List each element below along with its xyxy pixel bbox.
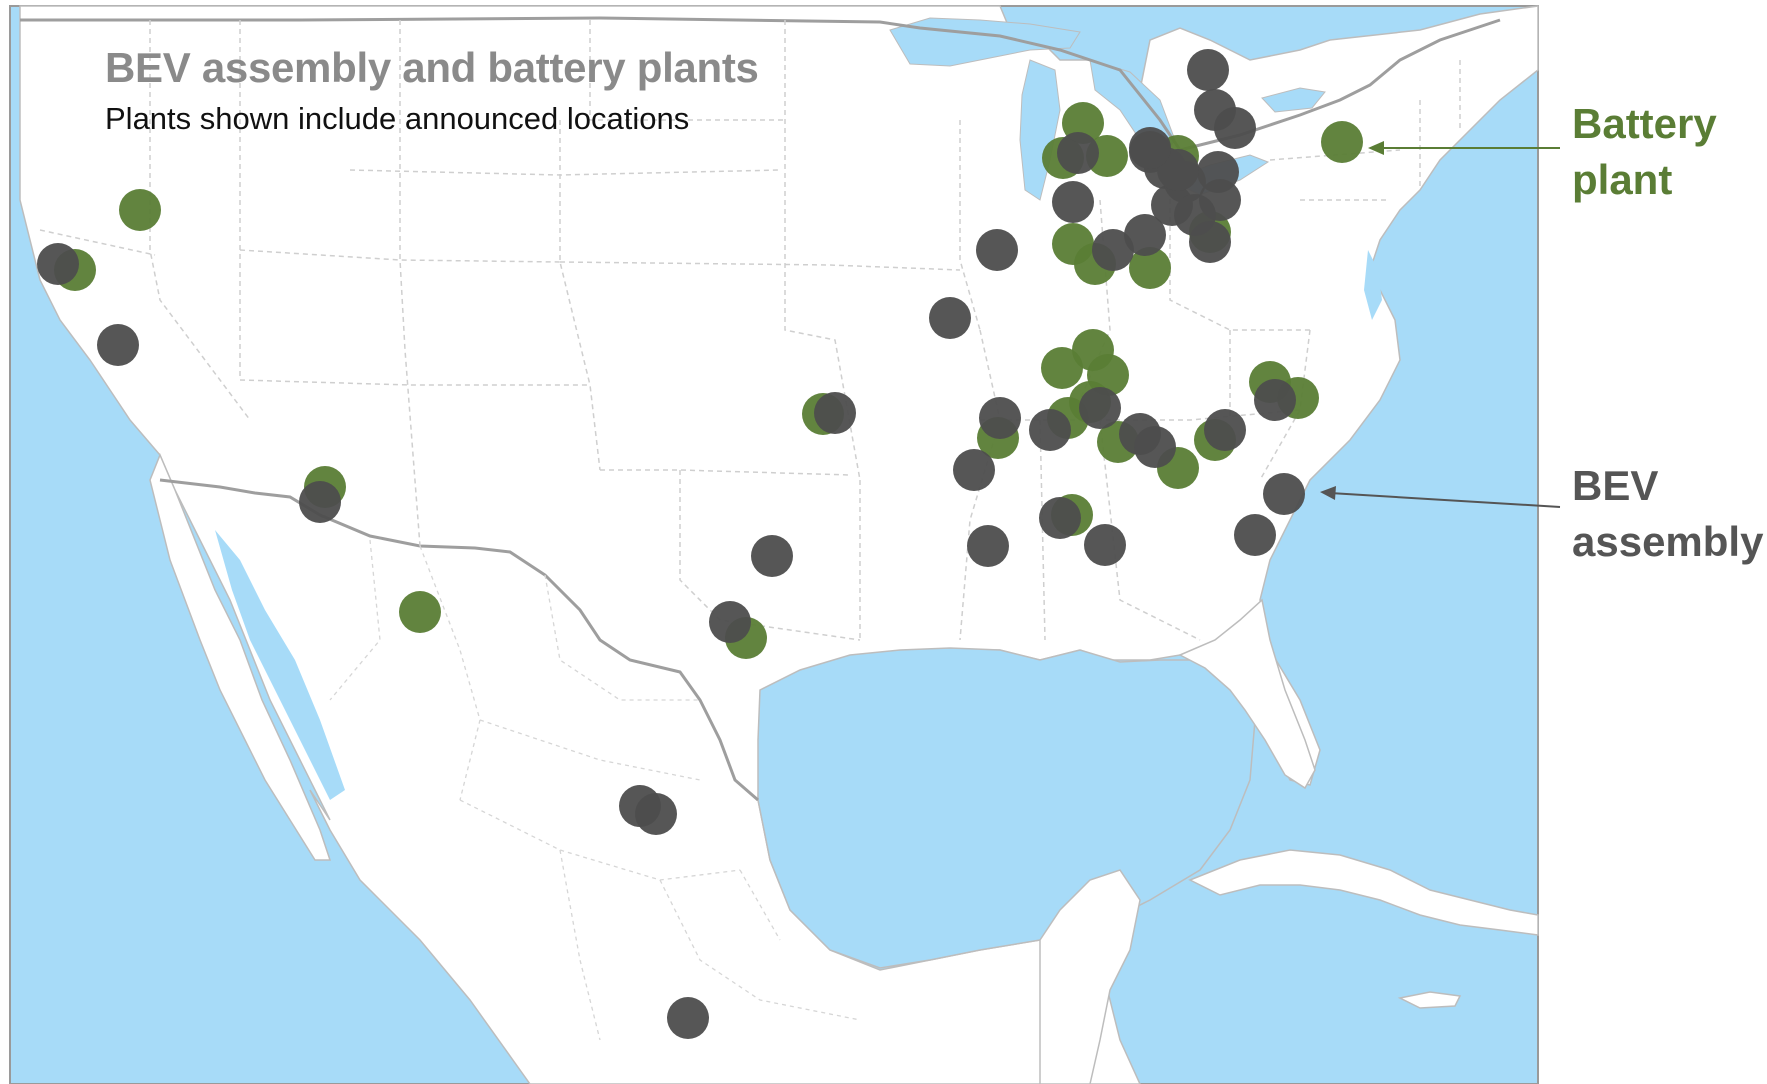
bev-assembly-marker <box>1079 387 1121 429</box>
cuba <box>1188 849 1539 936</box>
bev-assembly-marker <box>929 297 971 339</box>
gulf-of-california <box>215 530 345 800</box>
lake-michigan <box>1019 59 1061 201</box>
yucatan-peninsula <box>1039 869 1141 1084</box>
bev-assembly-marker <box>814 392 856 434</box>
bev-assembly-marker <box>1029 409 1071 451</box>
battery-plant-marker <box>399 591 441 633</box>
bev-assembly-marker <box>37 243 79 285</box>
bev-assembly-marker <box>709 601 751 643</box>
jamaica <box>1397 991 1462 1009</box>
battery-plant-marker <box>1129 247 1171 289</box>
bev-assembly-marker <box>299 481 341 523</box>
us-canada-border <box>20 16 1501 152</box>
bev-assembly-marker <box>751 535 793 577</box>
battery-plant-marker <box>119 189 161 231</box>
battery-arrow <box>1368 141 1560 155</box>
florida-peninsula <box>1178 598 1316 790</box>
bev-assembly-marker <box>635 793 677 835</box>
bev-assembly-marker <box>1204 409 1246 451</box>
bev-arrow <box>1320 486 1561 508</box>
bev-assembly-marker <box>1134 426 1176 468</box>
battery-plant-marker <box>1041 347 1083 389</box>
legend-bev-assembly: BEV assembly <box>1572 458 1763 570</box>
bev-assembly-marker <box>1214 107 1256 149</box>
bev-assembly-marker <box>979 397 1021 439</box>
bev-assembly-marker <box>967 525 1009 567</box>
bev-assembly-marker <box>1263 473 1305 515</box>
bev-assembly-marker <box>1052 181 1094 223</box>
bev-assembly-marker <box>1197 151 1239 193</box>
bev-assembly-markers <box>37 49 1305 1039</box>
bev-assembly-marker <box>976 229 1018 271</box>
legend-bev-line2: assembly <box>1572 518 1764 565</box>
bev-assembly-marker <box>953 449 995 491</box>
bev-assembly-marker <box>1084 524 1126 566</box>
baja-peninsula <box>149 453 332 861</box>
map-title: BEV assembly and battery plants <box>105 44 759 91</box>
bev-assembly-marker <box>1092 229 1134 271</box>
bev-assembly-marker <box>1129 127 1171 169</box>
bev-assembly-marker <box>1039 497 1081 539</box>
bev-assembly-marker <box>1234 514 1276 556</box>
battery-plant-marker <box>1321 121 1363 163</box>
chesapeake-bay <box>1364 250 1382 320</box>
mexico-state-borders <box>329 539 861 1041</box>
bev-assembly-marker <box>1254 379 1296 421</box>
bev-assembly-marker <box>97 324 139 366</box>
bev-assembly-marker <box>1189 221 1231 263</box>
bev-assembly-marker <box>1124 214 1166 256</box>
legend-bev-line1: BEV <box>1572 462 1659 509</box>
legend-battery-line1: Battery <box>1572 100 1717 147</box>
battery-plant-markers <box>54 102 1363 659</box>
bev-assembly-marker <box>667 997 709 1039</box>
map-subtitle: Plants shown include announced locations <box>105 101 690 136</box>
bev-assembly-marker <box>1057 132 1099 174</box>
legend-battery-line2: plant <box>1572 156 1673 203</box>
legend-battery-plant: Battery plant <box>1572 96 1717 208</box>
lake-ontario <box>1261 87 1326 113</box>
us-mexico-border <box>159 478 759 802</box>
bev-assembly-marker <box>1187 49 1229 91</box>
